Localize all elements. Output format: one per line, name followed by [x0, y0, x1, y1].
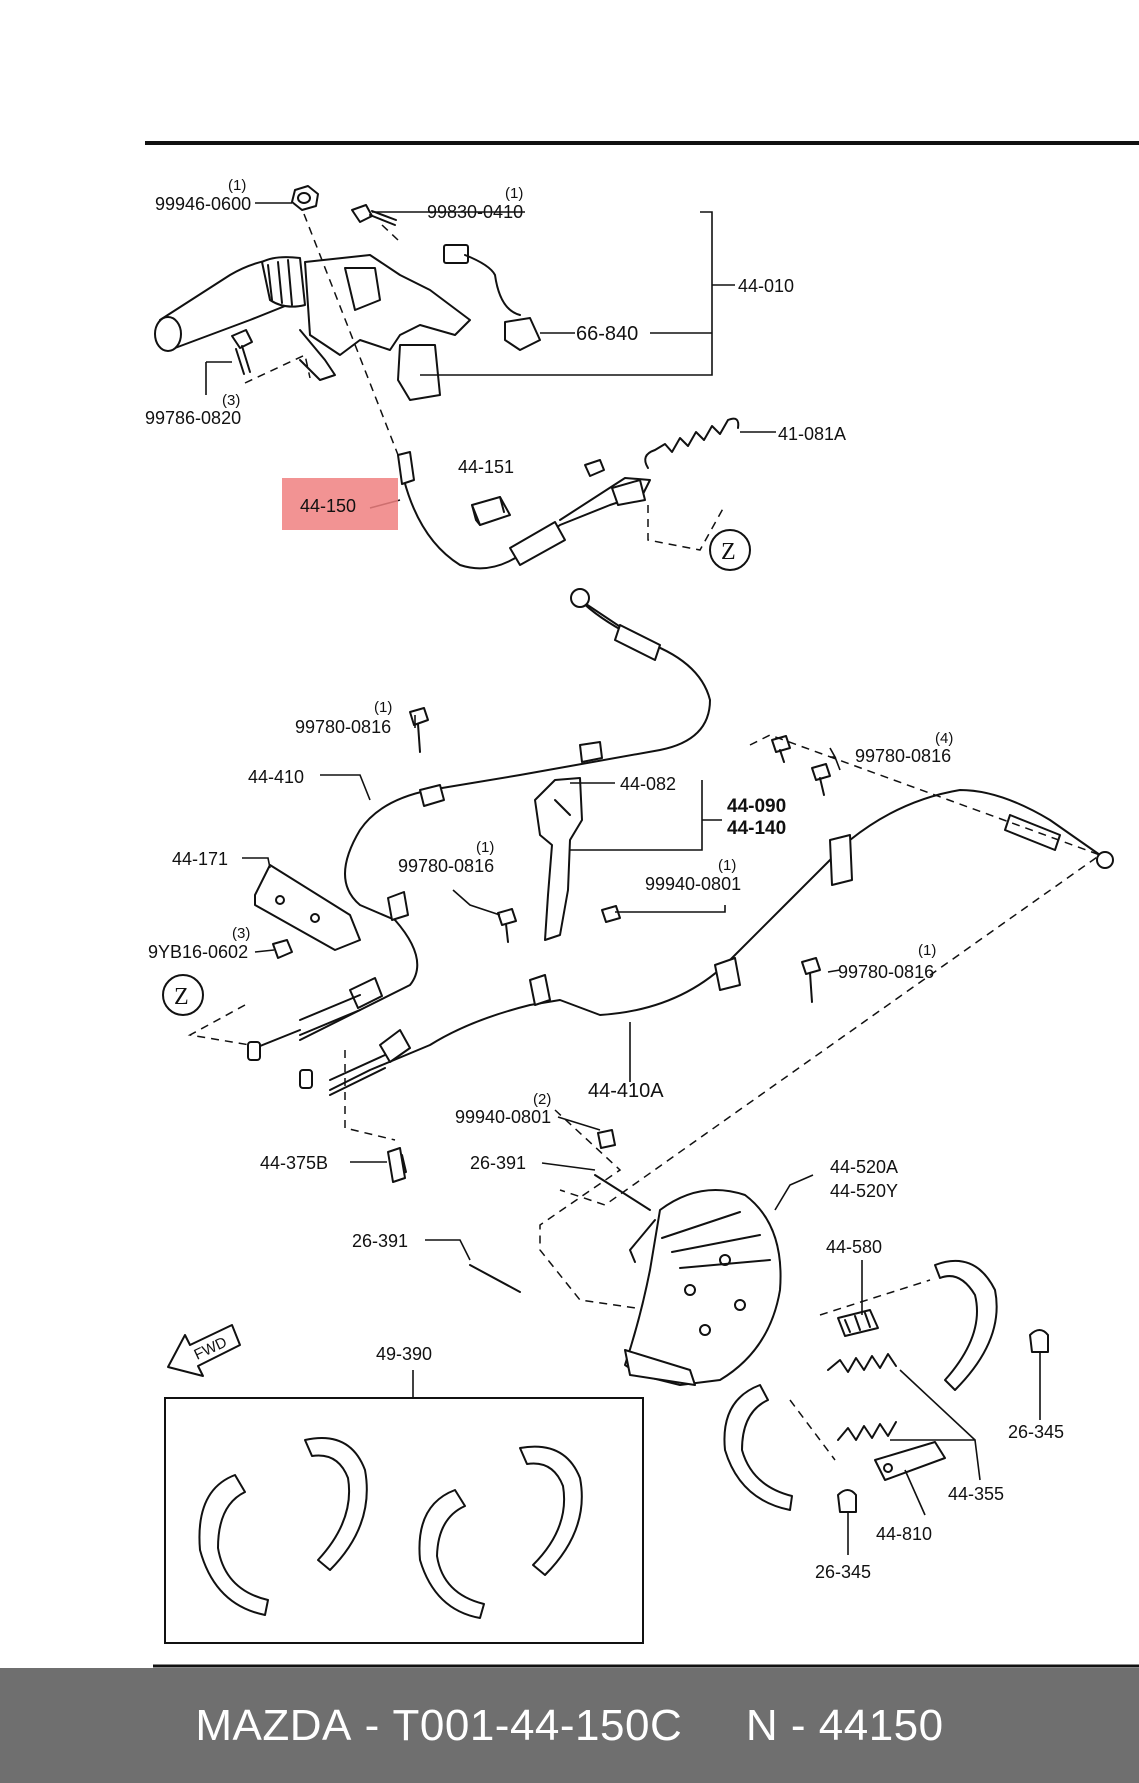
z-link-dash-2 [187, 1004, 251, 1046]
label-66-840: 66-840 [576, 323, 638, 345]
label-99830-0410: 99830-0410 [427, 202, 523, 222]
label-44-410A: 44-410A [588, 1080, 664, 1102]
leader-dash-1 [303, 213, 401, 461]
catalog-footer-bar: MAZDA - T001-44-150C N - 44150 [0, 1668, 1139, 1783]
forward-arrow-icon [167, 1324, 241, 1377]
z-marker-label-2: Z [174, 984, 189, 1010]
qty-99946: (1) [228, 177, 246, 194]
footer-catalog-number: T001-44-150C [392, 1700, 683, 1750]
label-44-355: 44-355 [948, 1484, 1004, 1504]
z-marker-label-1: Z [721, 539, 736, 565]
z-marker-2 [162, 974, 204, 1016]
label-9yb16-0602: 9YB16-0602 [148, 942, 248, 962]
qty-99780-b: (4) [935, 730, 953, 747]
label-44-171: 44-171 [172, 849, 228, 869]
z-link-dash [647, 504, 726, 551]
qty-9yb16: (3) [232, 925, 250, 942]
clip-dash [344, 1050, 396, 1141]
label-99780-0816-b: 99780-0816 [855, 746, 951, 766]
shoe-kit-box [164, 1397, 644, 1644]
label-44-580: 44-580 [826, 1237, 882, 1257]
leader-lines [205, 202, 1041, 1555]
footer-brand: MAZDA [195, 1700, 352, 1750]
label-44-090: 44-090 [727, 796, 786, 817]
fasteners-rear [389, 707, 831, 1176]
qty-99780-a: (1) [374, 699, 392, 716]
switch-66-840 [443, 244, 541, 351]
shoe-kit-shoes [198, 1437, 583, 1619]
bolt-99830 [351, 204, 397, 226]
dash-shoe-1 [819, 1279, 931, 1316]
brake-shoe-upper-right [934, 1260, 998, 1391]
dash-shoe-2 [789, 1399, 836, 1461]
qty-99780-d: (1) [918, 942, 936, 959]
footer-part-number: 44150 [818, 1700, 944, 1750]
pin-26-391 [469, 1174, 651, 1293]
label-99780-0816-c: 99780-0816 [398, 856, 494, 876]
label-44-410: 44-410 [248, 767, 304, 787]
footer-separator-1: - [351, 1700, 393, 1750]
label-26-345-a: 26-345 [1008, 1422, 1064, 1442]
adjuster-44-580 [837, 1309, 879, 1337]
clip-44-375B [387, 1147, 406, 1183]
bolt-99786 [231, 329, 253, 375]
label-26-391-a: 26-391 [470, 1153, 526, 1173]
label-41-081A: 41-081A [778, 424, 846, 444]
label-44-520A: 44-520A [830, 1157, 898, 1177]
insulator-44-151 [471, 496, 511, 526]
label-99946-0600: 99946-0600 [155, 194, 251, 214]
parking-brake-lever [154, 254, 471, 401]
label-44-150: 44-150 [300, 496, 356, 516]
label-44-082: 44-082 [620, 774, 676, 794]
footer-gap [682, 1701, 746, 1751]
z-marker-1 [709, 529, 751, 571]
front-cable-44-150 [397, 451, 651, 570]
label-99780-0816-d: 99780-0816 [838, 962, 934, 982]
qty-99780-c: (1) [476, 839, 494, 856]
outline-dash-rear [559, 734, 1102, 1206]
label-44-151: 44-151 [458, 457, 514, 477]
label-49-390: 49-390 [376, 1344, 432, 1364]
outline-dash-drum [539, 1109, 651, 1311]
backing-plate-44-520 [624, 1189, 782, 1386]
part-labels: (1) 99946-0600 (1) 99830-0410 44-010 66-… [145, 177, 1064, 1582]
label-44-810: 44-810 [876, 1524, 932, 1544]
equalizer-bracket-44-082 [534, 777, 583, 941]
qty-99940-a: (1) [718, 857, 736, 874]
rear-cable-44-410 [249, 588, 711, 1051]
label-99940-0801-b: 99940-0801 [455, 1107, 551, 1127]
lever-44-810 [874, 1441, 946, 1481]
label-99940-0801-a: 99940-0801 [645, 874, 741, 894]
label-44-010: 44-010 [738, 276, 794, 296]
brake-shoe-lower-left [723, 1384, 793, 1511]
qty-99830: (1) [505, 185, 523, 202]
parking-brake-exploded-diagram: (1) 99946-0600 (1) 99830-0410 44-010 66-… [145, 141, 1139, 1668]
caps-26-345 [837, 1329, 1049, 1513]
bolt-99946 [291, 185, 319, 211]
cable-end-caps [247, 1041, 313, 1089]
label-26-391-b: 26-391 [352, 1231, 408, 1251]
label-99786-0820: 99786-0820 [145, 408, 241, 428]
part-highlight [282, 478, 398, 530]
label-44-520Y: 44-520Y [830, 1181, 898, 1201]
nut-9yb16 [272, 939, 293, 959]
footer-n-label: N [745, 1700, 779, 1750]
qty-99940-b: (2) [533, 1091, 551, 1108]
label-99780-0816-a: 99780-0816 [295, 717, 391, 737]
spring-41-081A [644, 417, 740, 469]
leader-dash-2 [381, 224, 399, 241]
qty-99786: (3) [222, 392, 240, 409]
rear-cable-44-410A [329, 789, 1114, 1096]
label-26-345-b: 26-345 [815, 1562, 871, 1582]
footer-separator-2: - [778, 1700, 819, 1750]
springs-44-355 [827, 1353, 897, 1441]
label-44-140: 44-140 [727, 818, 786, 839]
label-44-375B: 44-375B [260, 1153, 328, 1173]
